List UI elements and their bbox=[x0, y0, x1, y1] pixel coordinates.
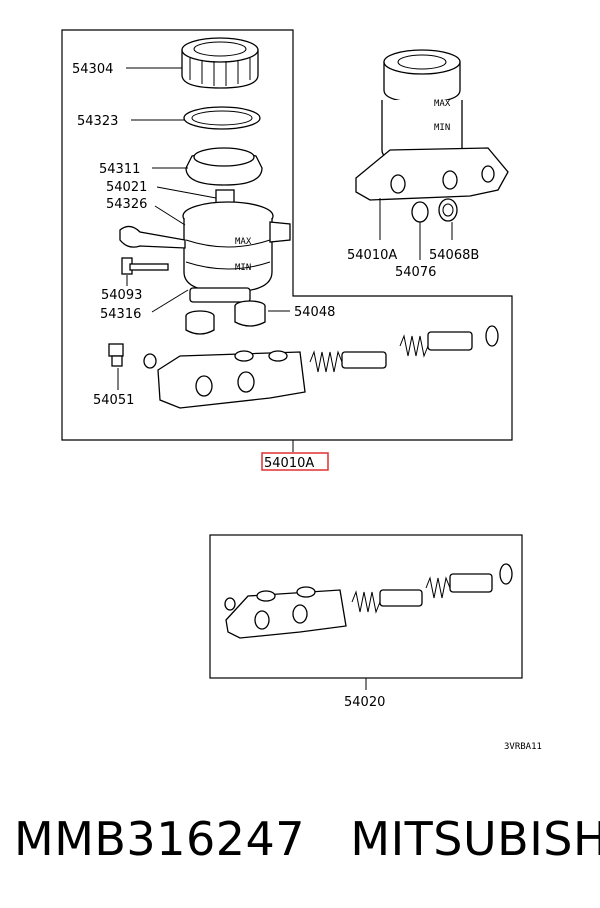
brand-name: MITSUBISHI bbox=[350, 812, 600, 866]
label-54021: 54021 bbox=[106, 180, 147, 195]
reservoir-body bbox=[119, 201, 291, 303]
label-54048: 54048 bbox=[294, 305, 335, 320]
bleeder-bolt bbox=[108, 343, 157, 369]
label-54051: 54051 bbox=[93, 393, 134, 408]
min-mark-alt: MIN bbox=[434, 123, 450, 133]
seal-cup bbox=[438, 198, 458, 222]
label-54076: 54076 bbox=[395, 265, 436, 280]
label-54068b: 54068B bbox=[429, 248, 479, 263]
reservoir-cap bbox=[181, 37, 259, 89]
parts-diagram: MAX MIN bbox=[61, 29, 542, 752]
footer-part-info: MMB316247 MITSUBISHI bbox=[14, 812, 600, 866]
seal-nut bbox=[411, 201, 429, 223]
label-54323: 54323 bbox=[77, 114, 118, 129]
main-assembly-frame bbox=[61, 29, 513, 441]
retaining-pin bbox=[121, 257, 169, 275]
min-mark: MIN bbox=[235, 263, 251, 273]
cylinder-body-main bbox=[157, 350, 306, 409]
reservoir-ring bbox=[183, 106, 261, 130]
label-54010a-main: 54010A bbox=[264, 456, 314, 471]
label-54304: 54304 bbox=[72, 62, 113, 77]
highlight-box bbox=[261, 452, 329, 471]
diagram-code: 3VRBA11 bbox=[504, 742, 542, 752]
max-mark: MAX bbox=[235, 237, 252, 247]
piston-assembly-main bbox=[309, 325, 499, 373]
label-54316: 54316 bbox=[100, 307, 141, 322]
grommet-left bbox=[185, 310, 215, 335]
diaphragm bbox=[185, 147, 263, 186]
cylinder-body-kit bbox=[224, 586, 347, 639]
label-54326: 54326 bbox=[106, 197, 147, 212]
label-54010a-alt: 54010A bbox=[347, 248, 397, 263]
label-54020: 54020 bbox=[344, 695, 385, 710]
max-mark-alt: MAX bbox=[434, 99, 451, 109]
cylinder-assembly-alt bbox=[355, 49, 509, 201]
label-54093: 54093 bbox=[101, 288, 142, 303]
grommet-right bbox=[234, 300, 266, 327]
part-number: MMB316247 bbox=[14, 812, 306, 866]
piston-assembly-kit bbox=[351, 563, 513, 614]
label-54311: 54311 bbox=[99, 162, 140, 177]
